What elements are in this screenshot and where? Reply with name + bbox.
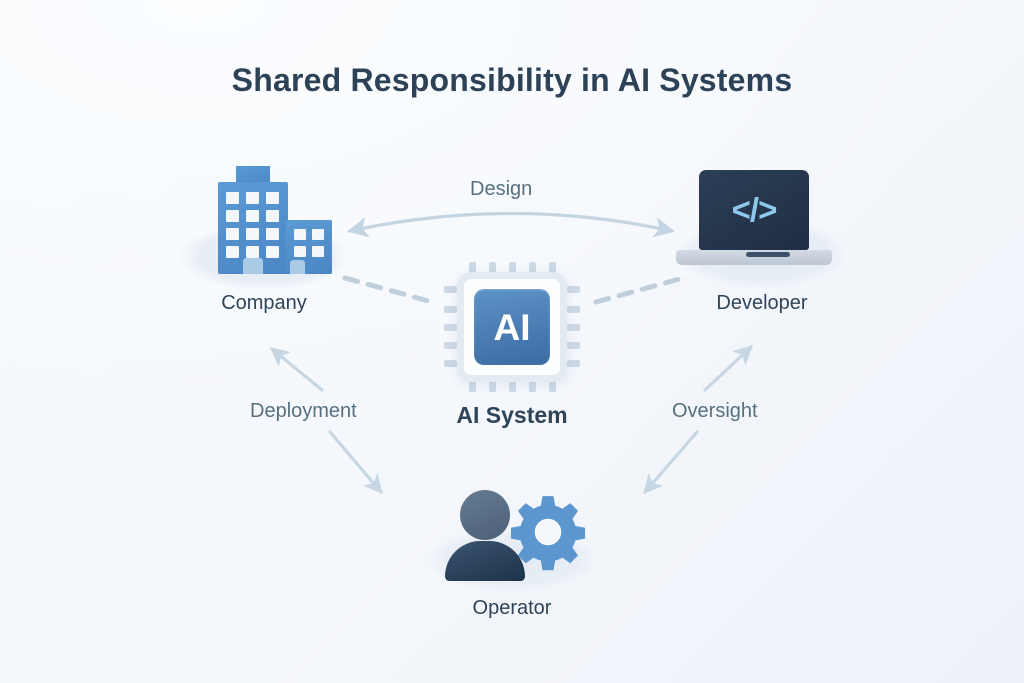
window bbox=[266, 246, 279, 258]
window bbox=[246, 210, 259, 222]
office-buildings-icon bbox=[164, 162, 364, 292]
cpu-chip-icon: AI bbox=[412, 262, 612, 402]
chip-pin bbox=[444, 342, 457, 349]
user-gear-icon bbox=[412, 485, 612, 597]
chip-pin bbox=[567, 324, 580, 331]
window bbox=[246, 246, 259, 258]
window bbox=[312, 229, 324, 240]
node-label-operator: Operator bbox=[472, 597, 552, 619]
window bbox=[226, 192, 239, 204]
window bbox=[312, 246, 324, 257]
chip-pin bbox=[444, 324, 457, 331]
laptop-trackpad bbox=[746, 252, 790, 257]
chip-label: AI bbox=[493, 306, 531, 348]
chip-core: AI bbox=[474, 289, 550, 365]
chip-pin bbox=[509, 262, 516, 275]
edge-deployment-upper bbox=[269, 347, 324, 392]
chip-pin bbox=[529, 262, 536, 275]
window bbox=[226, 228, 239, 240]
laptop-base bbox=[676, 250, 832, 265]
chip-pin bbox=[444, 360, 457, 367]
chip-pin bbox=[567, 342, 580, 349]
chip-pin bbox=[469, 379, 476, 392]
edge-oversight-lower bbox=[643, 430, 699, 495]
code-brackets-icon: </> bbox=[731, 191, 778, 228]
edge-label-oversight: Oversight bbox=[672, 400, 758, 422]
node-label-ai-system: AI System bbox=[456, 402, 568, 428]
chip-pin bbox=[444, 286, 457, 293]
edge-design-line bbox=[347, 211, 675, 238]
chip-pin bbox=[529, 379, 536, 392]
node-developer[interactable]: </> Developer bbox=[662, 162, 862, 315]
page-title: Shared Responsibility in AI Systems bbox=[231, 62, 793, 98]
building-tall-top bbox=[236, 166, 270, 186]
edge-deployment-lower bbox=[328, 430, 383, 495]
window bbox=[246, 228, 259, 240]
chip-pin bbox=[489, 379, 496, 392]
gear-icon bbox=[510, 496, 586, 571]
window bbox=[266, 192, 279, 204]
node-label-company: Company bbox=[221, 292, 307, 314]
window bbox=[294, 229, 306, 240]
chip-pin bbox=[549, 379, 556, 392]
window bbox=[246, 192, 259, 204]
node-ai-system[interactable]: AI AI System bbox=[412, 262, 612, 429]
chip-pin bbox=[444, 306, 457, 313]
window bbox=[294, 246, 306, 257]
building-short-door bbox=[290, 260, 305, 274]
chip-pin bbox=[489, 262, 496, 275]
edge-oversight-upper bbox=[703, 345, 754, 392]
laptop-code-icon: </> bbox=[662, 162, 862, 292]
chip-pin bbox=[509, 379, 516, 392]
building-tall-door bbox=[243, 258, 263, 274]
laptop-screen: </> bbox=[699, 170, 809, 250]
chip-pin bbox=[567, 286, 580, 293]
node-company[interactable]: Company bbox=[164, 162, 364, 315]
chip-pin bbox=[567, 306, 580, 313]
node-label-developer: Developer bbox=[716, 292, 808, 314]
window bbox=[266, 228, 279, 240]
chip-pin bbox=[567, 360, 580, 367]
chip-pin bbox=[549, 262, 556, 275]
chip-pin bbox=[469, 262, 476, 275]
user-head-icon bbox=[460, 490, 510, 540]
window bbox=[226, 210, 239, 222]
edge-label-design: Design bbox=[470, 178, 533, 200]
window bbox=[226, 246, 239, 258]
node-operator[interactable]: Operator bbox=[412, 485, 612, 620]
window bbox=[266, 210, 279, 222]
edge-label-deployment: Deployment bbox=[250, 400, 357, 422]
